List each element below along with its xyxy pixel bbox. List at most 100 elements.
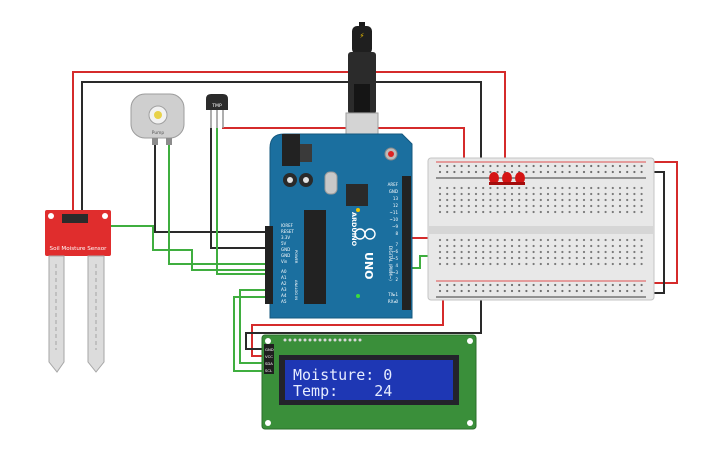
power-header[interactable] bbox=[265, 226, 273, 272]
hole bbox=[575, 262, 578, 266]
hole bbox=[496, 204, 499, 208]
breadboard[interactable] bbox=[427, 157, 655, 301]
led-array[interactable] bbox=[489, 172, 525, 185]
hole bbox=[590, 250, 593, 254]
hole bbox=[554, 210, 557, 214]
hole bbox=[453, 186, 456, 190]
wire-green-tmp[interactable] bbox=[216, 128, 271, 275]
wire-red-right-loop[interactable] bbox=[648, 161, 678, 284]
pump-motor[interactable]: Pump bbox=[130, 93, 185, 145]
hole bbox=[633, 250, 636, 254]
digital-pin-label: 13 bbox=[393, 196, 399, 201]
wire-green-pump[interactable] bbox=[168, 145, 271, 265]
hole bbox=[582, 204, 586, 208]
hole bbox=[618, 238, 622, 242]
lcd-pin-dots bbox=[283, 338, 362, 342]
hole bbox=[453, 198, 456, 202]
analog-section-label: ANALOG IN bbox=[294, 280, 298, 300]
hole bbox=[640, 170, 643, 174]
hole bbox=[482, 283, 485, 287]
analog-pin-label: A1 bbox=[281, 275, 287, 280]
wire-black-lcd-gnd[interactable] bbox=[245, 292, 482, 350]
wire-red-sensor-vcc[interactable] bbox=[72, 71, 506, 214]
hole bbox=[604, 198, 607, 202]
status-led bbox=[356, 208, 360, 212]
hole bbox=[308, 338, 312, 342]
hole bbox=[503, 250, 506, 254]
hole bbox=[626, 289, 629, 293]
hole bbox=[568, 256, 571, 260]
hole bbox=[525, 244, 528, 248]
hole bbox=[474, 256, 478, 260]
wire-black-tmp[interactable] bbox=[210, 128, 270, 249]
hole bbox=[525, 256, 528, 260]
hole bbox=[561, 283, 564, 287]
led-red-2[interactable] bbox=[502, 172, 512, 184]
wire-green-lcd-sda[interactable] bbox=[239, 289, 271, 364]
hole bbox=[626, 238, 629, 242]
hole bbox=[482, 204, 485, 208]
lcd-mount-hole bbox=[467, 338, 473, 344]
hole bbox=[604, 186, 607, 190]
lcd-mount-hole bbox=[265, 420, 271, 426]
wire-red-lcd-vcc[interactable] bbox=[251, 292, 444, 357]
digital-pin-label: ~11 bbox=[390, 210, 399, 215]
digital-header[interactable] bbox=[402, 176, 411, 310]
hole bbox=[597, 170, 600, 174]
hole bbox=[438, 256, 442, 260]
hole bbox=[532, 256, 535, 260]
capacitor-top bbox=[287, 177, 293, 183]
lcd-i2c-header[interactable] bbox=[264, 344, 274, 374]
wire-red-tmp[interactable] bbox=[222, 127, 465, 172]
hole bbox=[611, 164, 614, 168]
hole bbox=[597, 238, 600, 242]
hole bbox=[640, 289, 643, 293]
wire-black-sensor-gnd[interactable] bbox=[81, 81, 482, 214]
hole bbox=[518, 210, 521, 214]
hole bbox=[590, 256, 593, 260]
hole bbox=[568, 250, 571, 254]
hole bbox=[590, 289, 593, 293]
hole bbox=[568, 164, 571, 168]
hole bbox=[539, 186, 542, 190]
wire-black-pump[interactable] bbox=[154, 145, 270, 233]
hole bbox=[626, 192, 629, 196]
led-red-3[interactable] bbox=[515, 172, 525, 184]
hole bbox=[582, 186, 586, 190]
reset-button-cap bbox=[388, 151, 394, 157]
hole bbox=[546, 186, 550, 190]
wire-green-lcd-scl[interactable] bbox=[233, 296, 271, 372]
sensor-mount-hole bbox=[102, 213, 108, 219]
analog-header[interactable] bbox=[265, 268, 273, 304]
hole bbox=[611, 256, 614, 260]
arduino-uno[interactable]: IOREF RESET 3.3V 5V GND GND Vin POWER A0… bbox=[265, 133, 413, 319]
hole bbox=[318, 338, 322, 342]
hole bbox=[597, 186, 600, 190]
tmp-sensor[interactable]: TMP bbox=[206, 94, 228, 128]
hole bbox=[546, 238, 550, 242]
wire-green-soil[interactable] bbox=[102, 225, 271, 271]
hole bbox=[561, 289, 564, 293]
hole bbox=[582, 289, 586, 293]
hole bbox=[460, 262, 463, 266]
hole bbox=[446, 283, 449, 287]
hole bbox=[438, 204, 442, 208]
hole bbox=[446, 210, 449, 214]
hole bbox=[626, 283, 629, 287]
wire-black-right-loop[interactable] bbox=[648, 171, 665, 294]
hole bbox=[298, 338, 302, 342]
hole bbox=[503, 244, 506, 248]
hole bbox=[453, 238, 456, 242]
tmp-body bbox=[206, 94, 228, 110]
soil-moisture-sensor[interactable]: Soil Moisture Sensor bbox=[45, 210, 111, 373]
lightning-icon: ⚡ bbox=[360, 32, 365, 40]
hole bbox=[532, 262, 535, 266]
usb-plug-cap bbox=[352, 26, 372, 54]
hole bbox=[546, 204, 550, 208]
hole bbox=[582, 192, 586, 196]
hole bbox=[510, 204, 514, 208]
led-red-1[interactable] bbox=[489, 172, 499, 184]
pump-shaft-icon bbox=[154, 111, 162, 119]
lcd-module[interactable]: GND VCC SDA SCL Moisture: 0 Temp: 24 bbox=[261, 334, 477, 430]
